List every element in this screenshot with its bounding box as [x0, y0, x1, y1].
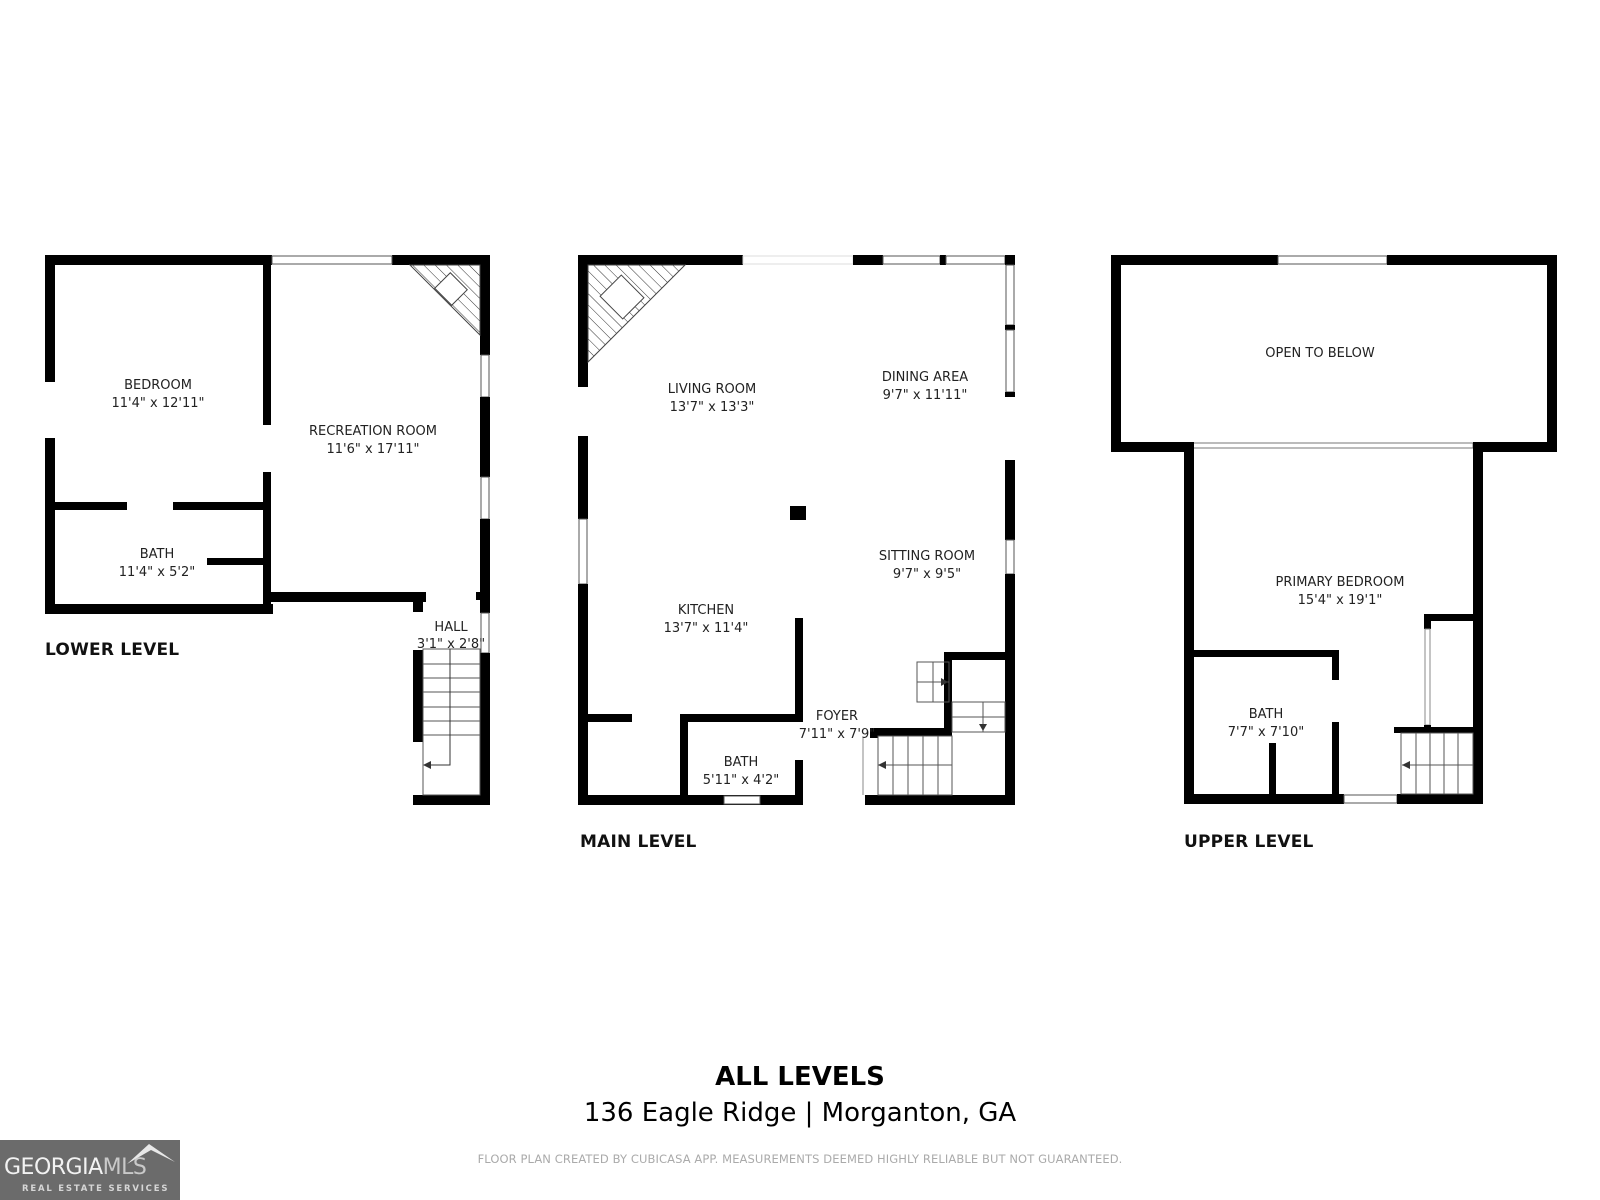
room-name: KITCHEN — [678, 603, 734, 618]
closet-door — [1424, 628, 1431, 726]
window — [1005, 264, 1015, 326]
room-dims: 9'7" x 11'11" — [883, 388, 968, 403]
room-name: RECREATION ROOM — [309, 424, 437, 439]
window — [945, 255, 1006, 265]
window — [882, 255, 941, 265]
room-dims: 3'1" x 2'8" — [417, 637, 485, 652]
stairs — [422, 648, 481, 796]
column — [790, 506, 806, 520]
stairs — [877, 661, 1006, 796]
room-name: HALL — [434, 620, 468, 635]
room-name: BATH — [724, 755, 759, 770]
stairs — [1400, 732, 1474, 795]
property-address: 136 Eagle Ridge | Morganton, GA — [583, 1098, 1017, 1128]
window — [723, 795, 761, 805]
room-name: BATH — [1249, 707, 1284, 722]
window — [1343, 794, 1398, 804]
footer-title: ALL LEVELS — [715, 1062, 885, 1092]
room-dims: 13'7" x 13'3" — [670, 400, 755, 415]
room-name: BATH — [140, 547, 175, 562]
railing — [1192, 442, 1474, 449]
room-name: BEDROOM — [124, 378, 192, 393]
logo-brand-bold: GEORGIA — [4, 1155, 103, 1180]
room-dims: 11'4" x 5'2" — [119, 565, 195, 580]
logo-wordmark: GEORGIAMLS — [4, 1155, 147, 1180]
room-labels: BEDROOM 11'4" x 12'11" RECREATION ROOM 1… — [112, 346, 1405, 788]
roof-icon — [127, 1144, 175, 1164]
upper-level-plan — [1111, 255, 1557, 804]
window — [1277, 255, 1388, 265]
window — [480, 354, 490, 398]
window — [1005, 329, 1015, 393]
room-dims: 11'4" x 12'11" — [112, 396, 205, 411]
room-dims: 13'7" x 11'4" — [664, 621, 749, 636]
room-dims: 15'4" x 19'1" — [1298, 593, 1383, 608]
window — [1005, 539, 1015, 575]
logo-brand-light: MLS — [102, 1155, 147, 1180]
window — [578, 518, 588, 585]
opening — [742, 255, 854, 265]
room-name: OPEN TO BELOW — [1265, 346, 1375, 361]
upper-level-label: UPPER LEVEL — [1184, 832, 1314, 852]
lower-level-plan — [45, 255, 490, 805]
logo-tagline: REAL ESTATE SERVICES — [22, 1184, 170, 1194]
georgia-mls-logo: GEORGIAMLS REAL ESTATE SERVICES — [0, 1140, 180, 1200]
window — [480, 476, 490, 520]
window — [271, 255, 393, 265]
main-level-label: MAIN LEVEL — [580, 832, 697, 852]
lower-level-label: LOWER LEVEL — [45, 640, 180, 660]
room-name: LIVING ROOM — [668, 382, 756, 397]
room-name: SITTING ROOM — [879, 549, 975, 564]
room-dims: 7'7" x 7'10" — [1228, 725, 1304, 740]
room-name: PRIMARY BEDROOM — [1276, 575, 1405, 590]
room-dims: 5'11" x 4'2" — [703, 773, 779, 788]
disclaimer: FLOOR PLAN CREATED BY CUBICASA APP. MEAS… — [477, 1152, 1123, 1166]
room-dims: 9'7" x 9'5" — [893, 567, 961, 582]
room-dims: 11'6" x 17'11" — [327, 442, 420, 457]
room-name: FOYER — [816, 709, 858, 724]
room-name: DINING AREA — [882, 370, 968, 385]
main-level-plan — [578, 255, 1015, 805]
room-dims: 7'11" x 7'9" — [799, 727, 875, 742]
